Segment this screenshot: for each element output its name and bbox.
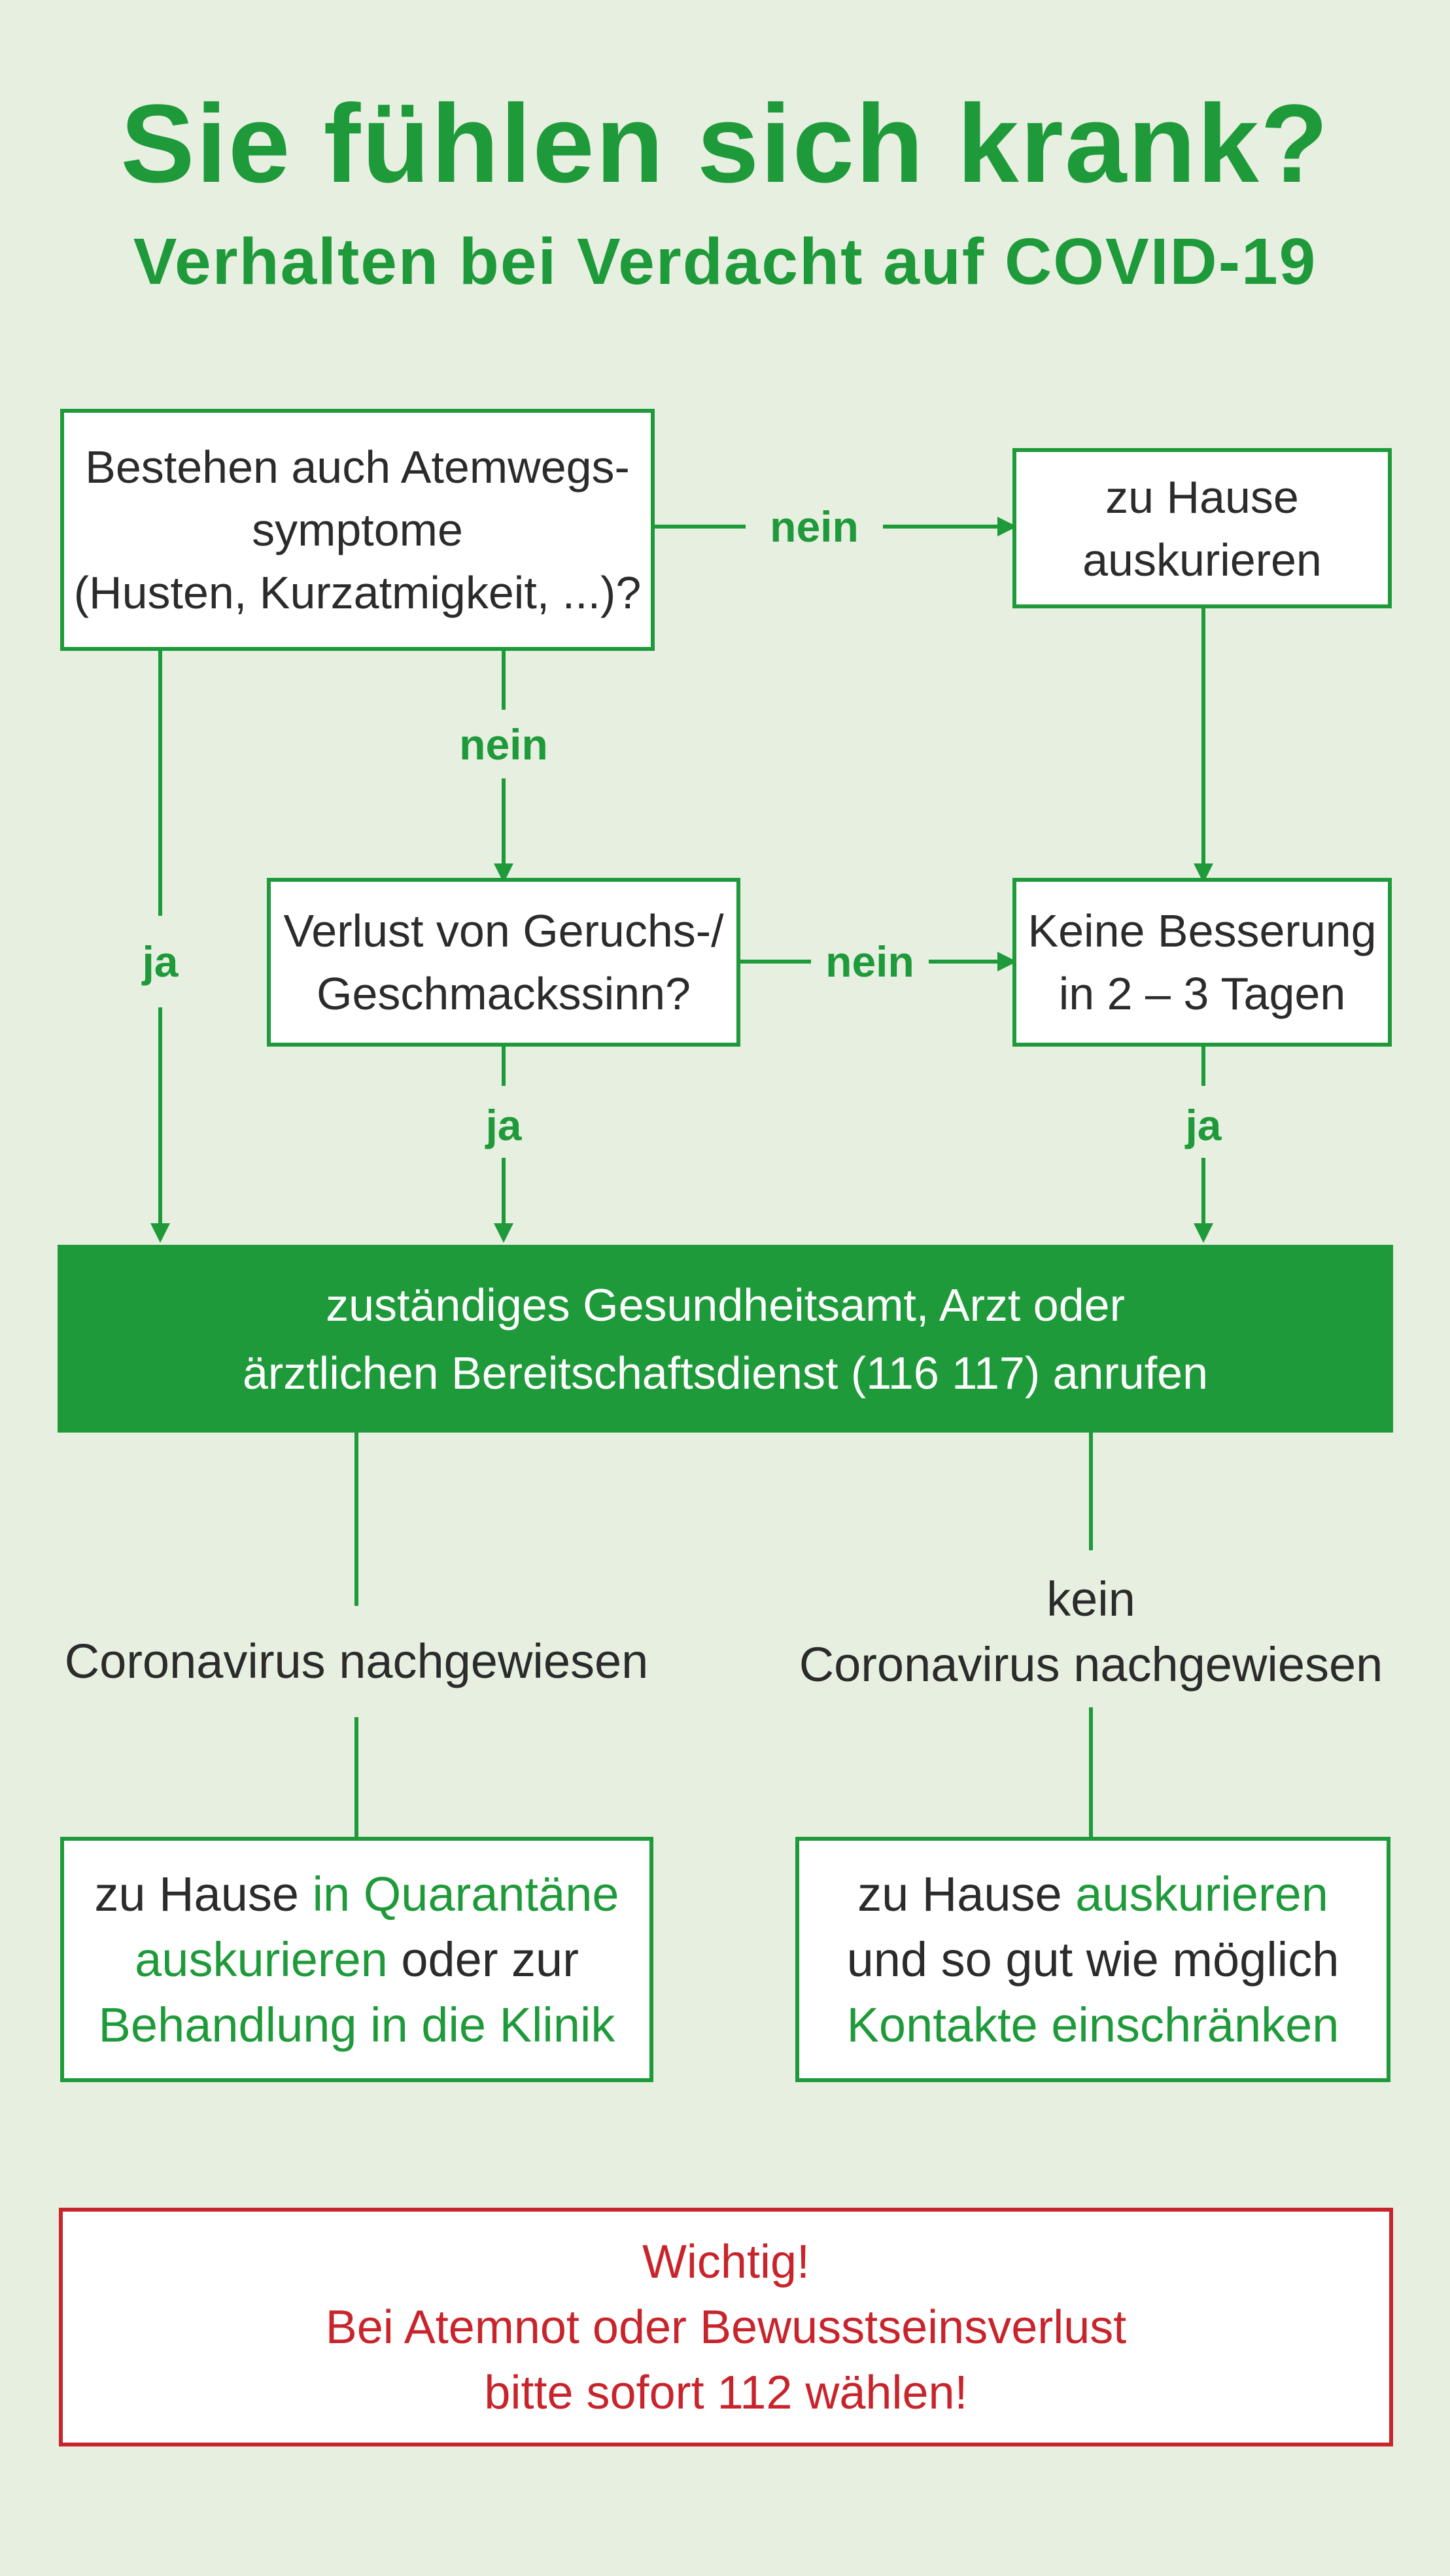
negative-line-1: zu Hause auskurieren: [847, 1862, 1339, 1927]
node-q1-line-1: Bestehen auch Atemwegs-: [85, 442, 630, 493]
label-q1-right-no: nein: [770, 502, 859, 551]
warning-line-3: bitte sofort 112 wählen!: [484, 2366, 968, 2419]
node-q1-line-3: (Husten, Kurzatmigkeit, ...)?: [73, 567, 642, 618]
warning-line-1: Wichtig!: [642, 2235, 810, 2288]
node-positive-action: zu Hause in Quarantäne auskurieren oder …: [60, 1837, 653, 2082]
arrowhead-nb: [1194, 863, 1213, 883]
positive-line-3: Behandlung in die Klinik: [98, 1997, 615, 2052]
label-q1-left-yes: ja: [142, 937, 179, 986]
node-nb-line-2: in 2 – 3 Tagen: [1058, 968, 1346, 1019]
arrowhead-call-left: [150, 1223, 170, 1243]
positive-line-2-a: auskurieren: [135, 1932, 388, 1987]
positive-line-1-a: zu Hause: [94, 1866, 313, 1921]
positive-line-1: zu Hause in Quarantäne: [94, 1862, 619, 1927]
positive-line-2-b: oder zur: [387, 1932, 579, 1987]
node-call-health-office: zuständiges Gesundheitsamt, Arzt oder är…: [58, 1245, 1393, 1433]
node-nb-line-1: Keine Besserung: [1027, 905, 1377, 956]
node-q1-line-2: symptome: [252, 504, 463, 555]
label-nb-down-yes: ja: [1185, 1101, 1222, 1149]
label-q1-down-no: nein: [459, 720, 548, 769]
label-q2-right-no: nein: [825, 937, 914, 986]
node-call-line-2: ärztlichen Bereitschaftsdienst (116 117)…: [242, 1347, 1208, 1399]
node-no-improvement: Keine Besserung in 2 – 3 Tagen: [1012, 878, 1392, 1047]
node-call-line-1: zuständiges Gesundheitsamt, Arzt oder: [326, 1279, 1125, 1331]
label-coronavirus-positive: Coronavirus nachgewiesen: [64, 1634, 649, 1688]
positive-line-1-b: in Quarantäne: [312, 1866, 619, 1921]
label-coronavirus-negative: kein Coronavirus nachgewiesen: [775, 1567, 1407, 1697]
node-respiratory-symptoms: Bestehen auch Atemwegs- symptome (Husten…: [60, 409, 655, 651]
arrowhead-call-mid: [494, 1223, 513, 1243]
page-subtitle: Verhalten bei Verdacht auf COVID-19: [133, 225, 1317, 298]
label-negative-line-2: Coronavirus nachgewiesen: [799, 1637, 1383, 1692]
node-home-recover: zu Hause auskurieren: [1012, 448, 1392, 608]
negative-line-1-a: zu Hause: [857, 1866, 1076, 1921]
negative-line-2: und so gut wie möglich: [846, 1932, 1339, 1987]
node-q2-line-1: Verlust von Geruchs-/: [283, 905, 724, 956]
warning-line-2: Bei Atemnot oder Bewusstseinsverlust: [325, 2301, 1127, 2354]
arrowhead-home: [997, 517, 1017, 536]
negative-line-3: Kontakte einschränken: [846, 1997, 1339, 2052]
node-home-line-2: auskurieren: [1082, 534, 1322, 585]
positive-line-2: auskurieren oder zur: [94, 1927, 619, 1993]
arrowhead-call-right: [1194, 1223, 1213, 1243]
node-negative-action: zu Hause auskurieren und so gut wie mögl…: [795, 1837, 1390, 2082]
node-q2-line-2: Geschmackssinn?: [317, 968, 691, 1019]
label-q2-down-yes: ja: [485, 1101, 522, 1149]
node-home-line-1: zu Hause: [1105, 471, 1299, 523]
emergency-warning-box: Wichtig! Bei Atemnot oder Bewusstseinsve…: [59, 2208, 1393, 2446]
arrowhead-nb-left: [997, 952, 1017, 971]
arrowhead-q2: [494, 863, 513, 883]
label-negative-line-1: kein: [1046, 1572, 1135, 1626]
page-title: Sie fühlen sich krank?: [120, 82, 1330, 206]
negative-line-1-b: auskurieren: [1075, 1866, 1328, 1921]
node-smell-taste-loss: Verlust von Geruchs-/ Geschmackssinn?: [267, 878, 740, 1047]
